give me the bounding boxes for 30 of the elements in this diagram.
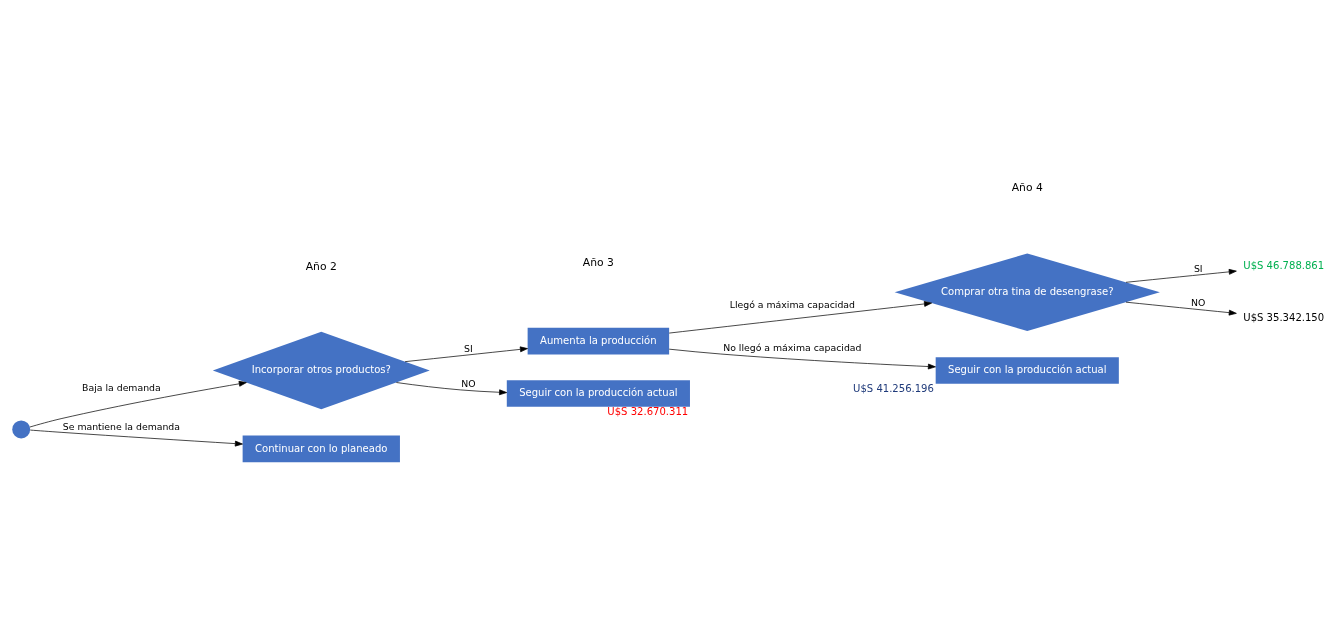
edge-label: Llegó a máxima capacidad xyxy=(729,298,855,310)
label: Año 2 xyxy=(305,259,337,273)
edge-label: Baja la demanda xyxy=(82,381,161,393)
node-box: Seguir con la producción actual xyxy=(506,380,690,407)
node-box: Aumenta la producción xyxy=(527,327,670,355)
node-label: U$S 32.670.311 xyxy=(607,405,689,417)
edge-label: SI xyxy=(464,343,473,355)
node-text: U$S 46.788.861 xyxy=(1243,260,1325,272)
node-diamond: Incorporar otros productos? xyxy=(212,331,430,410)
edge-label: NO xyxy=(461,378,476,390)
node-box: Seguir con la producción actual xyxy=(935,357,1119,384)
arrow xyxy=(1125,268,1237,283)
arrow xyxy=(668,348,936,370)
node-circle xyxy=(12,420,31,439)
arrow xyxy=(29,380,247,428)
arrow xyxy=(1125,301,1237,316)
arrow xyxy=(396,382,508,396)
arrow xyxy=(668,301,932,334)
arrow xyxy=(29,429,243,447)
node-box: Continuar con lo planeado xyxy=(242,435,400,463)
node-text: U$S 35.342.150 xyxy=(1243,311,1325,323)
edge-label: Se mantiene la demanda xyxy=(62,420,181,432)
edge-label: SI xyxy=(1193,263,1203,275)
arrow xyxy=(404,346,528,363)
label: Año 4 xyxy=(1011,181,1043,195)
node-label: U$S 41.256.196 xyxy=(853,382,934,394)
edge-label: NO xyxy=(1191,297,1206,309)
node-diamond: Comprar otra tina de desengrase? xyxy=(894,253,1160,332)
edge-label: No llegó a máxima capacidad xyxy=(723,342,862,354)
label: Año 3 xyxy=(582,256,614,270)
